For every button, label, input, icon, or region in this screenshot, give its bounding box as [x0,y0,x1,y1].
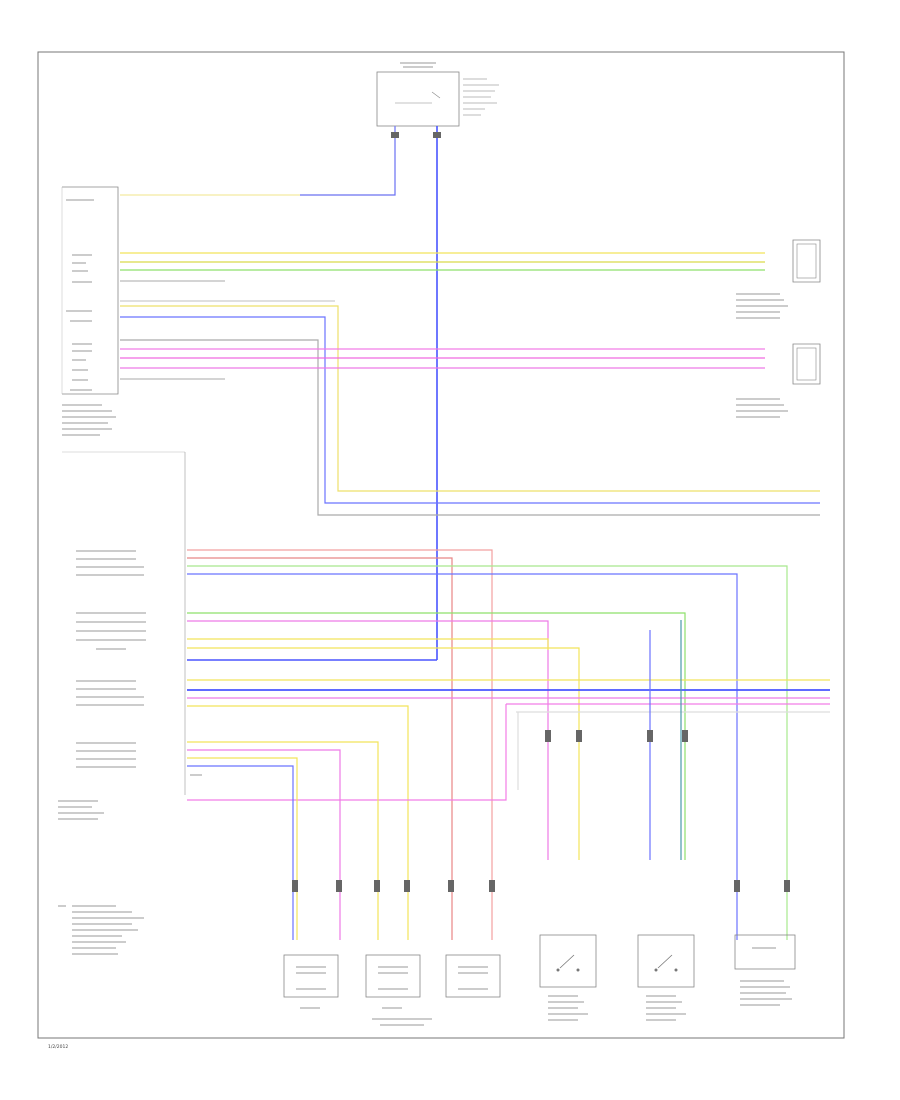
left-upper-module [61,186,185,453]
upper-wires [120,126,820,660]
bottom-sensor-3 [445,954,501,998]
diagram-frame [37,51,845,1039]
bottom-switch-1 [539,934,597,1021]
bottom-sensors-caption [372,1018,432,1020]
bottom-sensor-1 [283,954,339,1009]
bottom-module-right [734,934,796,1006]
bottom-switch-2 [637,934,695,1021]
top-junction-box [376,62,499,127]
right-lower-sensor [736,343,821,418]
bottom-sensor-2 [365,954,421,1009]
lower-wires [187,549,830,940]
connector-ticks [292,132,790,892]
bottom-sensors-caption-2 [380,1024,424,1026]
right-upper-sensor [736,239,821,319]
footer-code: 1/2/2012 [48,1044,68,1050]
restraints-control-module [58,452,202,955]
